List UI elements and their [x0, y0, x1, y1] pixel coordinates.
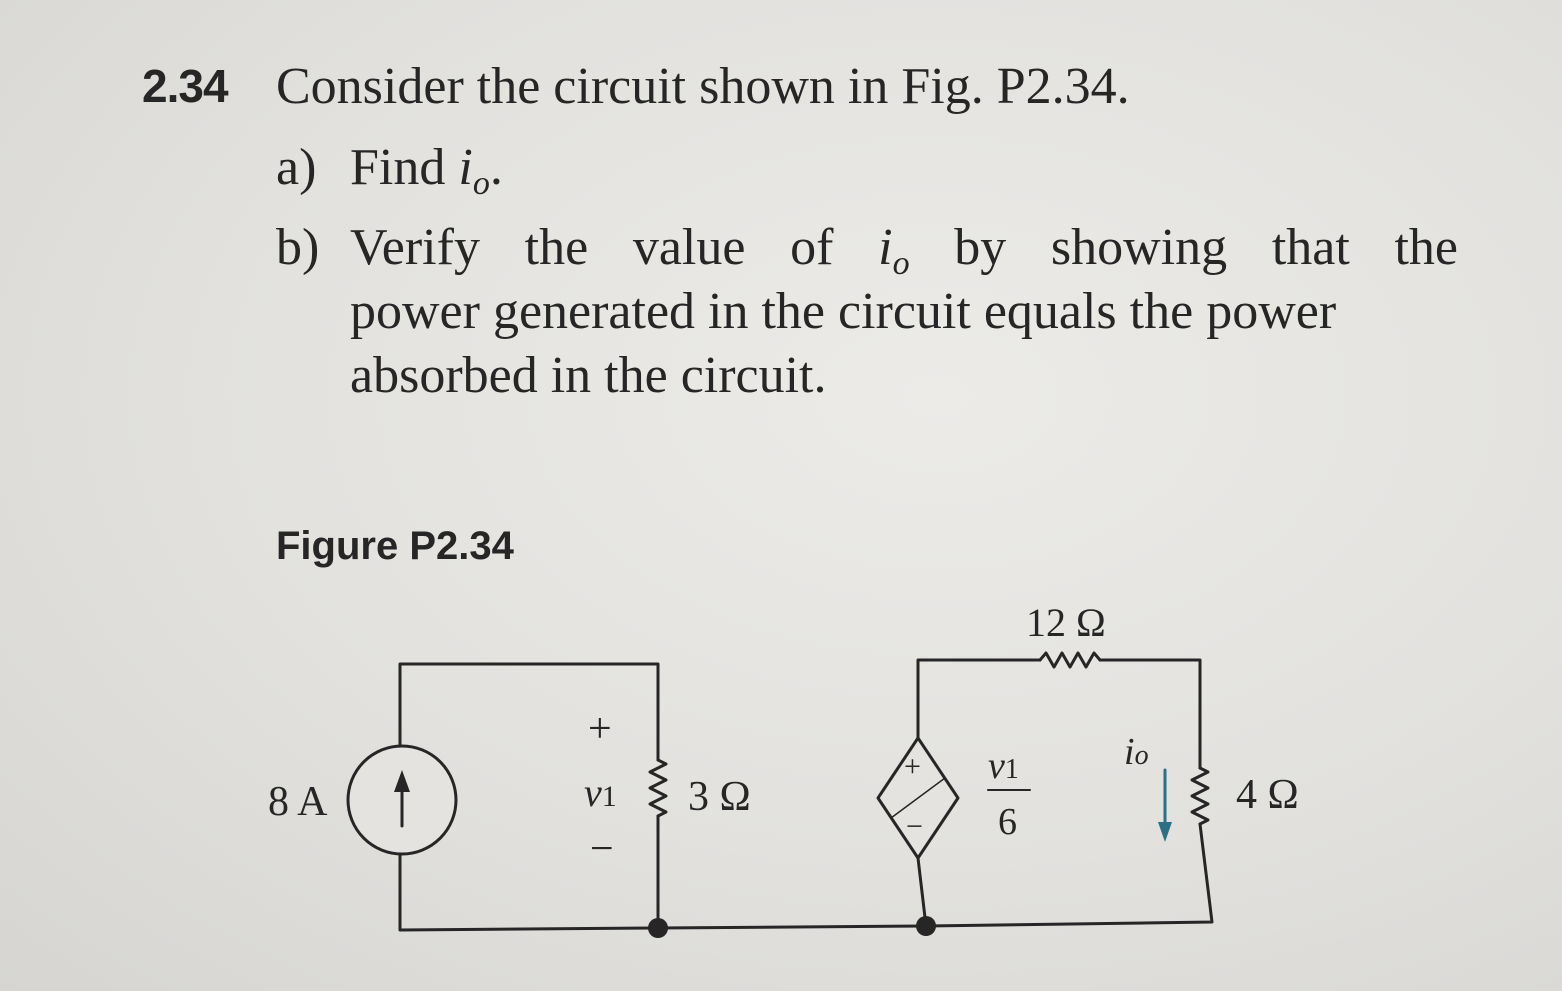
resistor-3-ohm: [648, 758, 668, 818]
part-b-variable: io: [878, 219, 909, 282]
current-sub: o: [1135, 740, 1149, 771]
part-b-variable-main: i: [878, 219, 893, 276]
current-source-label: 8 A: [268, 779, 328, 825]
part-a-variable: i: [458, 139, 473, 196]
voltage-plus-sign: +: [588, 706, 612, 752]
part-b-label: b): [276, 219, 320, 276]
current-source-arrow-head: [394, 770, 410, 792]
wire-common-bottom: [656, 924, 928, 930]
problem-number: 2.34: [142, 60, 229, 112]
part-b-word: by: [954, 219, 1007, 276]
wire-left-loop: [398, 662, 660, 762]
dependent-numerator: v1: [988, 745, 1019, 787]
voltage-sub: 1: [602, 780, 617, 813]
part-b-word: the: [1394, 219, 1459, 276]
figure-title: Figure P2.34: [276, 524, 514, 568]
voltage-label: v1: [584, 770, 617, 815]
part-b-word: value: [632, 219, 746, 276]
current-label: io: [1124, 731, 1149, 773]
part-a-text-before: Find: [350, 139, 459, 196]
dependent-source-minus: −: [906, 810, 923, 843]
part-b-line3: absorbed in the circuit.: [350, 347, 827, 404]
wire-dependent-down: [916, 856, 928, 928]
problem-title: Consider the circuit shown in Fig. P2.34…: [276, 58, 1130, 115]
wire-left-bottom: [398, 848, 660, 932]
part-a-label: a): [276, 139, 317, 196]
current-arrow-head: [1158, 822, 1172, 842]
voltage-minus-sign: −: [590, 826, 614, 872]
part-b-word: the: [524, 219, 589, 276]
part-b-variable-subscript: o: [892, 245, 910, 282]
dependent-numerator-sub: 1: [1005, 754, 1019, 785]
dependent-denominator: 6: [998, 801, 1017, 843]
part-a-text: Find io.: [350, 136, 503, 206]
resistor-3-label: 3 Ω: [688, 774, 751, 820]
part-b-word: of: [790, 219, 834, 276]
wire-right-loop-left: [916, 658, 1042, 740]
node-dot-left: [648, 918, 668, 938]
part-b-line1: Verify the value of io by showing that t…: [350, 216, 1458, 286]
wire-right-down: [924, 822, 1214, 928]
part-b-word: showing: [1050, 219, 1228, 276]
dependent-source-divider: [890, 777, 946, 819]
part-b-word: that: [1271, 219, 1350, 276]
dependent-source-plus: +: [904, 750, 921, 783]
wire-right-top: [1098, 658, 1202, 770]
part-b-line2: power generated in the circuit equals th…: [350, 283, 1337, 340]
part-a-text-after: .: [489, 139, 503, 196]
resistor-12-label: 12 Ω: [1026, 600, 1106, 645]
part-a-variable-subscript: o: [472, 165, 490, 202]
resistor-12-ohm: [1038, 651, 1102, 669]
resistor-4-label: 4 Ω: [1236, 772, 1299, 818]
current-var: i: [1124, 731, 1135, 773]
resistor-4-ohm: [1190, 766, 1210, 826]
voltage-var: v: [584, 770, 602, 815]
node-dot-right: [916, 916, 936, 936]
dependent-numerator-var: v: [988, 745, 1005, 787]
part-b-word: Verify: [350, 219, 480, 276]
